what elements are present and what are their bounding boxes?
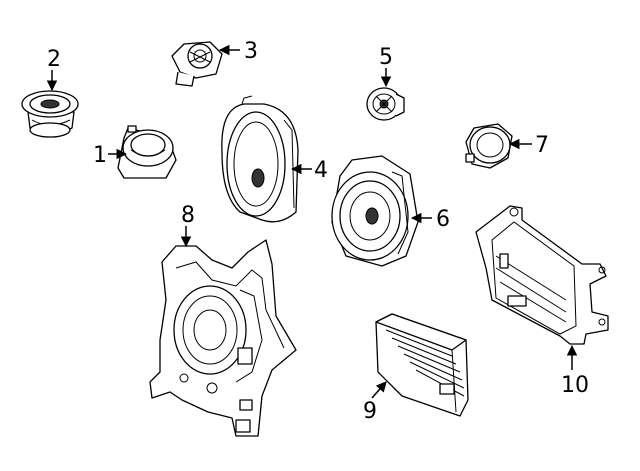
callout-9: 9 bbox=[363, 399, 377, 424]
callout-8: 8 bbox=[181, 203, 195, 228]
callout-10: 10 bbox=[561, 373, 589, 398]
part-10-bracket[interactable] bbox=[475, 205, 609, 345]
part-2-speaker[interactable] bbox=[21, 90, 79, 138]
leader-9 bbox=[371, 381, 387, 399]
callout-7: 7 bbox=[535, 133, 549, 158]
part-3-tweeter-housing[interactable] bbox=[171, 41, 223, 87]
callout-2: 2 bbox=[47, 47, 61, 72]
callout-6: 6 bbox=[436, 207, 450, 232]
callout-4: 4 bbox=[314, 158, 328, 183]
part-1-tweeter[interactable] bbox=[117, 125, 177, 179]
part-7-tweeter[interactable] bbox=[465, 123, 513, 169]
part-4-oval-speaker[interactable] bbox=[221, 95, 299, 223]
part-8-subwoofer-enclosure[interactable] bbox=[149, 239, 297, 437]
callout-5: 5 bbox=[379, 45, 393, 70]
part-6-round-speaker[interactable] bbox=[331, 155, 419, 267]
part-9-amplifier[interactable] bbox=[375, 313, 469, 417]
callout-1: 1 bbox=[93, 143, 107, 168]
part-5-small-speaker[interactable] bbox=[366, 87, 405, 121]
callout-3: 3 bbox=[244, 39, 258, 64]
